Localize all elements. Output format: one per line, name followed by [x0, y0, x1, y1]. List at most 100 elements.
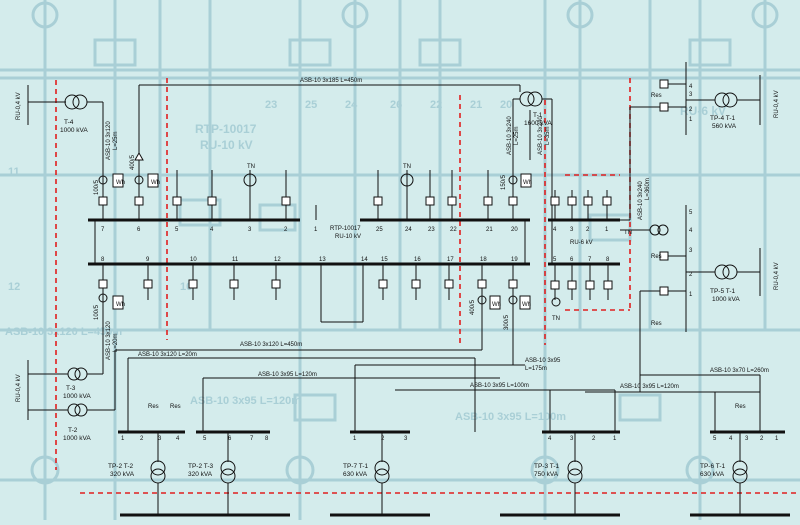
tp5: Res Res TP-5 T-1 1000 kVA RU-0,4 kV 4 3 …: [639, 205, 780, 392]
cell-number: 7: [588, 257, 592, 263]
cell-number: 4: [176, 436, 180, 442]
cell-number: 8: [101, 257, 105, 263]
cell-number: 3: [404, 436, 408, 442]
cell-number: 6: [228, 436, 232, 442]
tp7-name: TP-7 T-1: [343, 463, 369, 470]
bg-number: 12: [8, 281, 20, 293]
tp2-t3: TP-2 T-3 320 kVA: [188, 432, 236, 500]
cell-number: 3: [570, 436, 574, 442]
tp5-cell: 5: [689, 210, 693, 216]
t4-cable-a: ASB-10 3x120: [106, 121, 112, 160]
cell-number: 5: [203, 436, 207, 442]
t1-name: T-1: [533, 112, 543, 119]
cell-number: 4: [729, 436, 733, 442]
cell-number: 7: [101, 227, 105, 233]
bg-number: 23: [265, 99, 277, 111]
cell-number: 6: [570, 257, 574, 263]
tp2t3-name: TP-2 T-3: [188, 463, 214, 470]
cable-c4-b: L=175m: [525, 366, 547, 372]
cell-number: 1: [353, 436, 357, 442]
cell-number: 23: [428, 227, 435, 233]
cell-number: 2: [284, 227, 288, 233]
res-label: Res: [651, 93, 662, 99]
wh-meter-label: Wh: [151, 180, 160, 186]
tn-label: TN: [552, 316, 560, 322]
lower-feeders: Wh 100/5 Wh 400/5 Wh 300/5: [94, 264, 531, 360]
cable-c4-a: ASB-10 3x95: [525, 358, 561, 364]
wh-meter-label: Wh: [492, 302, 501, 308]
ct-label: 300/5: [504, 314, 510, 330]
cable-c7: ASB-10 3x70 L=260m: [710, 368, 769, 374]
bottom-04kv-buses: [120, 500, 790, 517]
cell-number: 2: [381, 436, 385, 442]
cell-number: 17: [447, 257, 454, 263]
t3-power: 1000 kVA: [63, 393, 91, 400]
cell-number: 25: [376, 227, 383, 233]
bg-rtp-subtitle: RU-10 kV: [200, 138, 253, 152]
cell-number: 11: [232, 257, 239, 263]
tp5-name: TP-5 T-1: [710, 288, 736, 295]
cable-c5: ASB-10 3x95 L=100m: [470, 383, 529, 389]
tp2t3-power: 320 kVA: [188, 471, 213, 478]
bg-number: 11: [8, 166, 20, 178]
tp2t2-power: 320 kVA: [110, 471, 135, 478]
tn-label: TN: [624, 230, 632, 236]
cell-number: 7: [250, 436, 254, 442]
tp5-cell: 2: [689, 272, 693, 278]
cell-number: 18: [480, 257, 487, 263]
cell-number: 3: [745, 436, 749, 442]
tp4-cell: 1: [689, 117, 693, 123]
top-cable-label: ASB-10 3x185 L=450m: [300, 78, 362, 84]
cell-number: 16: [414, 257, 421, 263]
wh-meter-label: Wh: [116, 302, 125, 308]
cell-number: 2: [760, 436, 764, 442]
tp4-cell: 2: [689, 107, 693, 113]
ru04-left-top: RU-0,4 kV: [16, 92, 22, 120]
tp5-cell: 1: [689, 292, 693, 298]
wh-meter-label: Wh: [523, 180, 532, 186]
cell-number: 5: [175, 227, 179, 233]
cell-number: 12: [274, 257, 281, 263]
tp2-t2: TP-2 T-2 320 kVA: [108, 432, 166, 500]
bg-number: 22: [430, 99, 442, 111]
cell-number: 1: [613, 436, 617, 442]
cell-number: 8: [606, 257, 610, 263]
cell-number: 24: [405, 227, 412, 233]
tp4: Res TP-4 T-1 560 kVA RU-0,4 kV 4 3 2 1 A…: [620, 62, 780, 221]
cell-number: 14: [361, 257, 368, 263]
cell-number: 2: [586, 227, 590, 233]
ct-label: 100/5: [94, 304, 100, 320]
cell-number: 19: [511, 257, 518, 263]
cell-number: 5: [713, 436, 717, 442]
wh-meter-label: Wh: [522, 302, 531, 308]
tp7-power: 630 kVA: [343, 471, 368, 478]
t4-power: 1000 kVA: [60, 127, 88, 134]
cell-number: 13: [319, 257, 326, 263]
cell-number: 2: [140, 436, 144, 442]
section-boundaries: [55, 78, 798, 494]
bg-number: 24: [345, 99, 358, 111]
t1-power: 1600 kVA: [524, 120, 552, 127]
res-label: Res: [735, 404, 746, 410]
transformers-t3-t2: T-3 1000 kVA T-2 1000 kVA RU-0,4 kV ASB-…: [16, 321, 119, 442]
tn-label: TN: [247, 164, 255, 170]
cell-number: 1: [605, 227, 609, 233]
tp6-t1: TP-6 T-1 630 kVA: [700, 432, 748, 500]
distribution-cables: ASB-10 3x120 L=450m ASB-10 3x120 L=20m A…: [115, 340, 769, 432]
t2-power: 1000 kVA: [63, 435, 91, 442]
ct-label: 100/5: [94, 179, 100, 195]
cell-number: 20: [511, 227, 518, 233]
rtp-bus-label: RU-10 kV: [335, 234, 361, 240]
tp3-power: 750 kVA: [534, 471, 559, 478]
bg-rtp-title: RTP-10017: [195, 122, 257, 136]
upper-feeders: Wh 100/5 Wh 400/5 TN TN: [94, 85, 532, 220]
tp4-name: TP-4 T-1: [710, 115, 736, 122]
tp6-power: 630 kVA: [700, 471, 725, 478]
tp2t2-name: TP-2 T-2: [108, 463, 134, 470]
